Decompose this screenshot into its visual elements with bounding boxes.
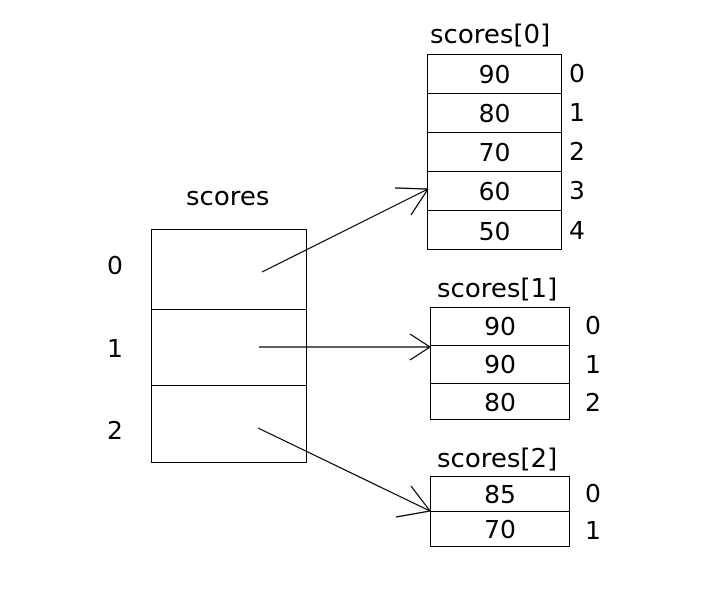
sub-array-1-index-2: 2 — [585, 388, 601, 417]
sub-array-0-cell-1: 80 — [428, 94, 561, 133]
main-array-cell-2 — [152, 386, 306, 462]
sub-array-2-box: 85 70 — [430, 476, 570, 547]
sub-array-1-cell-1: 90 — [431, 346, 569, 384]
sub-array-2-index-0: 0 — [585, 479, 601, 508]
sub-array-0-cell-0: 90 — [428, 55, 561, 94]
sub-array-1-index-1: 1 — [585, 350, 601, 379]
main-array-index-2: 2 — [107, 416, 123, 445]
sub-array-1-index-0: 0 — [585, 311, 601, 340]
sub-array-2-cell-1: 70 — [484, 515, 516, 544]
sub-array-2-title: scores[2] — [437, 444, 558, 474]
sub-array-2-index-1: 1 — [585, 516, 601, 545]
main-array-index-0: 0 — [107, 251, 123, 280]
sub-array-0-index-1: 1 — [569, 98, 585, 127]
sub-array-0-index-3: 3 — [569, 176, 585, 205]
sub-array-0-cell-3: 60 — [428, 172, 561, 211]
main-array-box — [151, 229, 307, 463]
sub-array-0-box: 90 80 70 60 50 — [427, 54, 562, 250]
sub-array-1-cell-2: 80 — [484, 388, 516, 417]
sub-array-0-title: scores[0] — [430, 20, 551, 50]
main-array-title: scores — [186, 182, 270, 212]
main-array-cell-1 — [152, 310, 306, 386]
sub-array-0-index-4: 4 — [569, 216, 585, 245]
sub-array-0-cell-4: 50 — [478, 216, 511, 246]
sub-array-1-title: scores[1] — [437, 274, 558, 304]
sub-array-1-box: 90 90 80 — [430, 307, 570, 420]
main-array-cell-0 — [152, 230, 306, 310]
sub-array-0-index-2: 2 — [569, 137, 585, 166]
sub-array-2-cell-0: 85 — [431, 477, 569, 512]
sub-array-0-cell-2: 70 — [428, 133, 561, 172]
sub-array-1-cell-0: 90 — [431, 308, 569, 346]
main-array-index-1: 1 — [107, 334, 123, 363]
sub-array-0-index-0: 0 — [569, 59, 585, 88]
